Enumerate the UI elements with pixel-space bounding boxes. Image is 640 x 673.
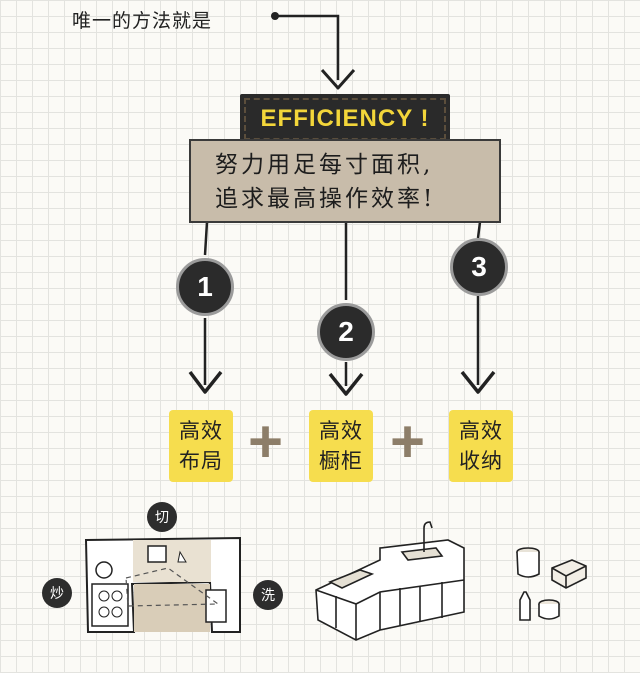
card-cabinet-line-1: 高效 [319,419,363,443]
kitchen-cabinet-sketch [315,521,465,641]
plus-sign-1: + [248,408,284,475]
card-layout-line-1: 高效 [179,419,223,443]
step-1-circle: 1 [176,258,234,316]
card-layout: 高效 布局 [169,410,233,482]
slogan-line-2: 追求最高操作效率! [215,186,436,212]
step-2-circle: 2 [317,303,375,361]
kitchen-layout-sketch [84,536,241,633]
storage-items-sketch [516,547,587,621]
slogan-line-1: 努力用足每寸面积, [215,152,434,178]
card-cabinet-line-2: 橱柜 [319,449,363,473]
label-cut: 切 [147,502,177,532]
plus-sign-2: + [390,408,426,475]
card-storage-line-2: 收纳 [459,449,503,473]
efficiency-banner: EFFICIENCY ! [240,94,450,144]
label-fry: 炒 [42,578,72,608]
step-3-circle: 3 [450,238,508,296]
intro-text: 唯一的方法就是 [72,10,213,32]
slogan-box: 努力用足每寸面积, 追求最高操作效率! [189,139,501,223]
card-storage-line-1: 高效 [459,419,503,443]
card-storage: 高效 收纳 [449,410,513,482]
card-layout-line-2: 布局 [179,449,223,473]
card-cabinet: 高效 橱柜 [309,410,373,482]
label-wash: 洗 [253,580,283,610]
